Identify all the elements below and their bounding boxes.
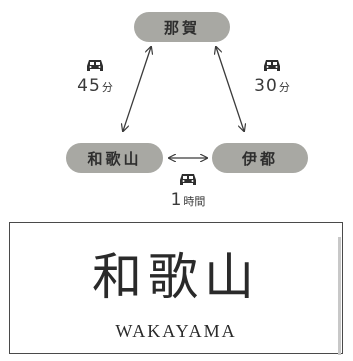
- node-wakayama: 和歌山: [66, 143, 163, 173]
- route-arrows: [0, 0, 353, 215]
- route-wakayama-ito: 1時間: [160, 172, 216, 210]
- node-naga-label: 那賀: [163, 18, 200, 37]
- node-ito: 伊都: [212, 143, 308, 173]
- card-scrollbar: [338, 237, 341, 355]
- route-bottom-time: 1: [170, 190, 183, 210]
- route-bottom-unit: 時間: [183, 195, 206, 208]
- arrow-top-left: [123, 47, 151, 131]
- route-naga-wakayama: 45分: [73, 58, 117, 96]
- car-icon: [180, 174, 196, 185]
- node-naga: 那賀: [134, 12, 230, 42]
- travel-time-diagram: 那賀 和歌山 伊都 45分 30分: [0, 0, 353, 215]
- route-left-unit: 分: [101, 81, 113, 94]
- route-left-time: 45: [77, 76, 101, 96]
- car-icon: [87, 60, 103, 71]
- arrow-top-right: [216, 47, 244, 131]
- region-subtitle: WAKAYAMA: [115, 321, 237, 341]
- region-title: 和歌山: [92, 248, 260, 306]
- region-title-card: 和歌山 WAKAYAMA: [9, 222, 343, 355]
- route-naga-ito: 30分: [250, 58, 294, 96]
- route-right-time: 30: [254, 76, 278, 96]
- car-icon: [264, 60, 280, 71]
- node-wakayama-label: 和歌山: [87, 149, 142, 168]
- node-ito-label: 伊都: [241, 149, 278, 168]
- route-right-unit: 分: [278, 81, 290, 94]
